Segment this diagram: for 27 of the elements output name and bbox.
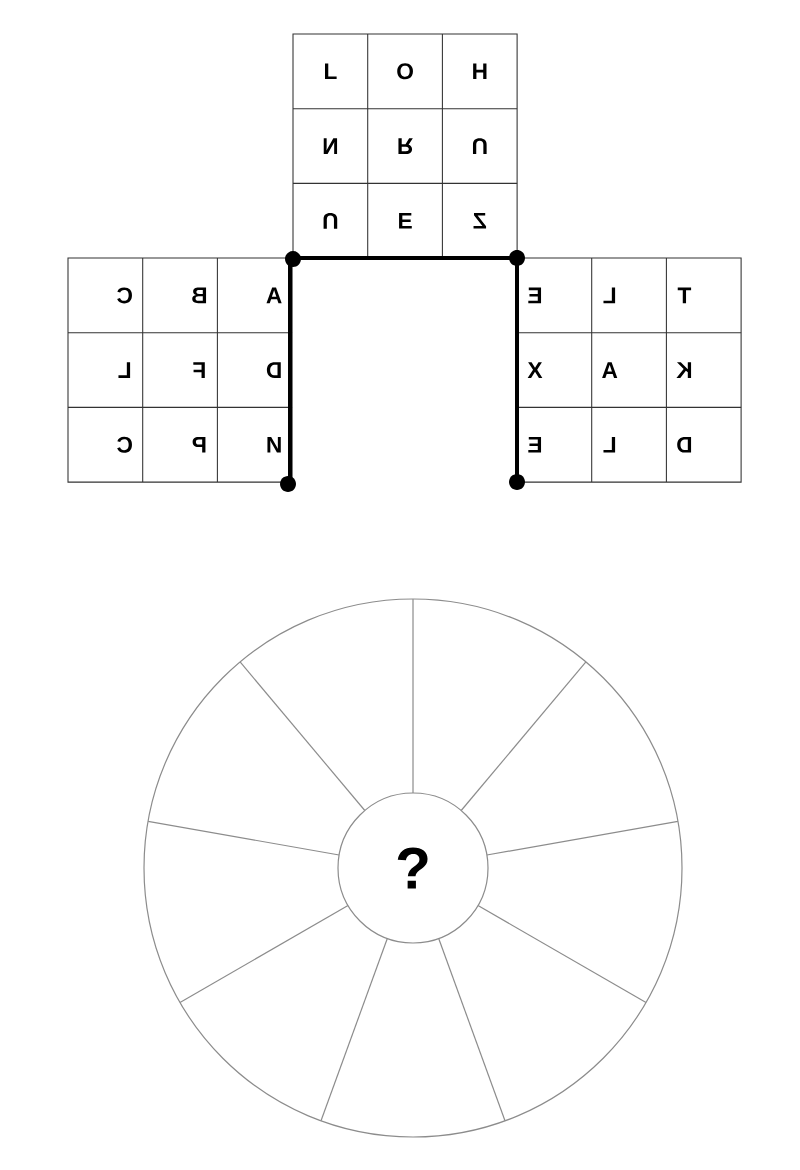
letter: F	[193, 362, 205, 378]
letter: O	[397, 63, 413, 80]
letter: N	[323, 138, 338, 154]
letter: L	[603, 287, 616, 304]
letter: N	[267, 437, 281, 453]
letter: U	[473, 138, 487, 154]
letter: E	[528, 287, 542, 304]
letter: D	[677, 437, 692, 453]
letter: D	[266, 362, 281, 378]
letter: C	[117, 436, 132, 453]
letter: E	[399, 213, 412, 229]
letter: L	[603, 437, 616, 453]
letter: A	[266, 287, 282, 304]
letter: B	[192, 287, 207, 304]
letter: H	[473, 63, 487, 80]
letter: P	[192, 437, 206, 453]
letter: C	[117, 287, 132, 304]
letter: K	[676, 362, 692, 378]
letter: U	[323, 212, 338, 229]
letter: T	[677, 287, 692, 304]
letter: L	[118, 362, 131, 378]
letter: E	[528, 437, 542, 453]
letter: L	[325, 63, 337, 80]
letter: A	[602, 362, 618, 378]
letter: Z	[473, 213, 487, 229]
letter: R	[398, 138, 413, 154]
letter: X	[527, 362, 543, 378]
